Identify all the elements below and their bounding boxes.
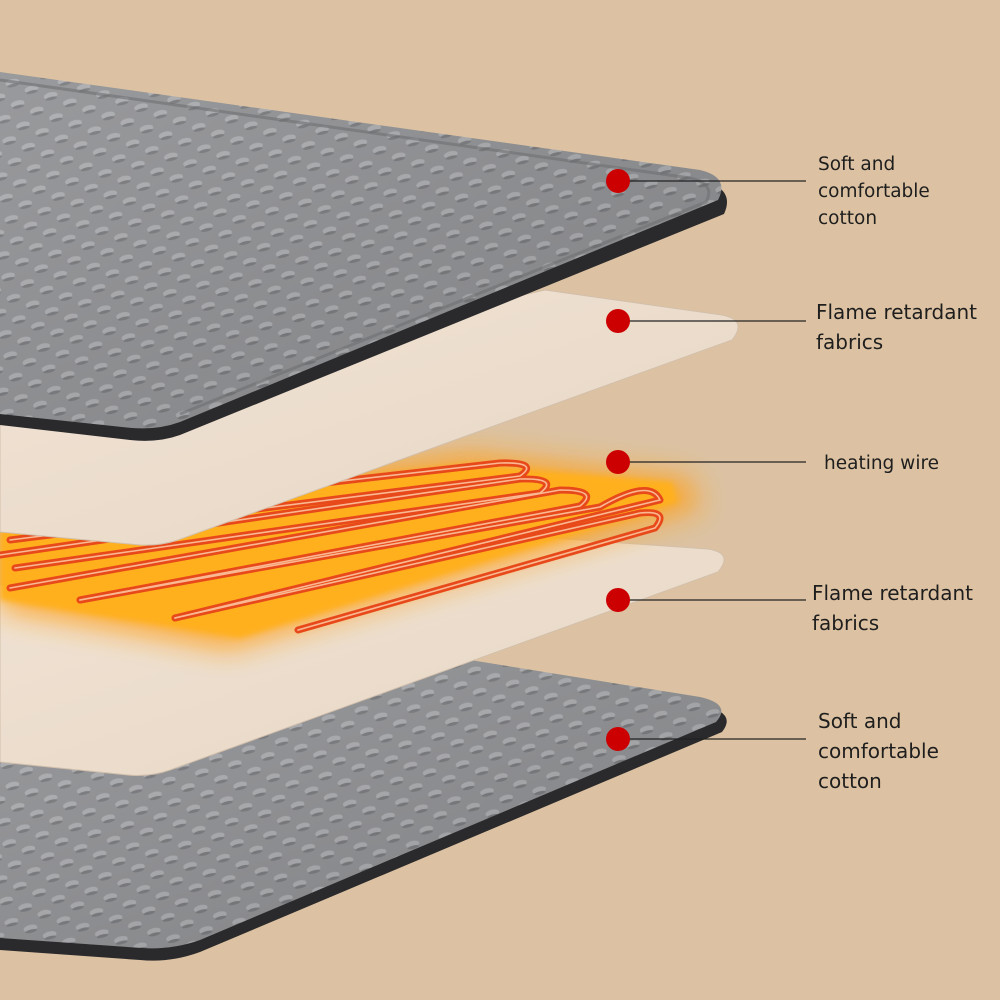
top-cotton-layer: [0, 72, 727, 441]
upper-fabric-layer: [0, 289, 739, 546]
marker-dot: [606, 309, 630, 333]
label-bottom-cotton: Soft and comfortable cotton: [818, 709, 939, 793]
callout-markers: [606, 169, 630, 751]
label-top-cotton: Soft and comfortable cotton: [818, 154, 930, 229]
label-lower-fabric: Flame retardant fabrics: [812, 581, 973, 635]
callout-lines: [618, 180, 806, 740]
marker-dot: [606, 588, 630, 612]
marker-dot: [606, 727, 630, 751]
label-upper-fabric: Flame retardant fabrics: [816, 300, 977, 354]
heating-wire-layer: [0, 453, 700, 650]
label-heating-wire: heating wire: [824, 453, 940, 474]
marker-dot: [606, 450, 630, 474]
marker-dot: [606, 169, 630, 193]
